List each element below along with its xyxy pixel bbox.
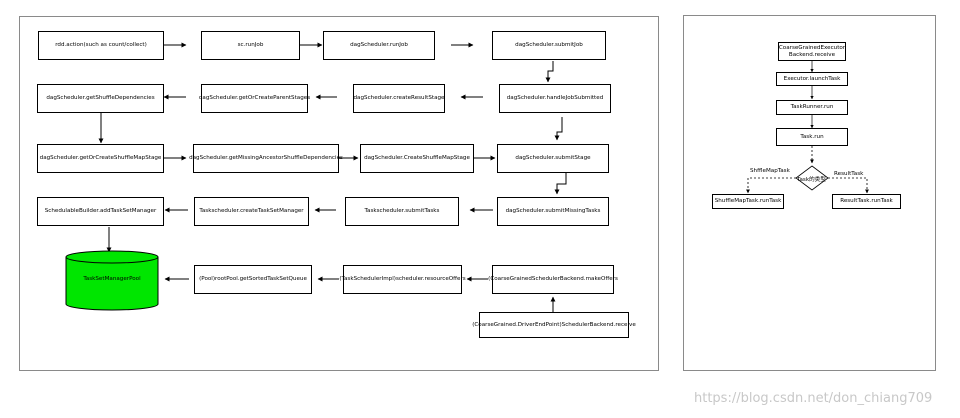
- node-create-shuffle-map-stage: dagScheduler.CreateShuffleMapStage: [360, 144, 474, 173]
- edge-r-decision-to-result: [828, 177, 869, 194]
- node-schedulable-builder-add-tsm: SchedulableBuilder.addTaskSetManager: [37, 197, 164, 226]
- branch-label-result: ResultTask: [834, 171, 864, 177]
- node-rdd-action: rdd.action(such as count/collect): [38, 31, 164, 60]
- watermark: https://blog.csdn.net/don_chiang709: [694, 391, 933, 406]
- edge-handle-to-submitstage: [554, 117, 563, 141]
- node-dag-runjob: dagScheduler.runJob: [323, 31, 435, 60]
- edge-r-decision-to-shufflemap: [746, 177, 796, 194]
- node-create-task-set-manager: Taskscheduler.createTaskSetManager: [194, 197, 309, 226]
- node-dag-submitjob: dagScheduler.submitJob: [492, 31, 606, 60]
- node-get-shuffle-dependencies: dagScheduler.getShuffleDependencies: [37, 84, 164, 113]
- branch-label-shuffle-map: ShffleMapTask: [750, 168, 790, 174]
- node-create-result-stage: dagScheduler.createResultStage: [353, 84, 445, 113]
- node-result-task-run-task: ResultTask.runTask: [832, 194, 901, 209]
- node-handle-job-submitted: dagScheduler.handleJobSubmitted: [499, 84, 611, 113]
- node-shuffle-map-task-run-task: ShuffleMapTask.runTask: [712, 194, 784, 209]
- task-set-manager-pool-cylinder: [65, 250, 159, 311]
- node-executor-launch-task: Executor.launchTask: [776, 72, 848, 86]
- left-diagram-panel: [19, 16, 659, 371]
- node-taskscheduler-submit-tasks: Taskscheduler.submitTasks: [345, 197, 459, 226]
- node-get-missing-ancestor-shuffle-deps: dagScheduler.getMissingAncestorShuffleDe…: [189, 144, 343, 173]
- node-task-run: Task.run: [776, 128, 848, 146]
- node-driver-endpoint-receive: (CoarseGrained.DriverEndPoint)SchedulerB…: [472, 312, 636, 338]
- task-set-manager-pool-label: TaskSetManagerPool: [83, 276, 141, 282]
- node-root-pool-sorted-queue: (Pool)rootPool.getSortedTaskSetQueue: [194, 265, 312, 294]
- node-coarse-grained-executor-backend-receive: CoarseGrainedExecutor Backend.receive: [778, 42, 846, 61]
- node-scheduler-resource-offers: (TaskSchedulerImpl)scheduler.resourceOff…: [339, 265, 466, 294]
- task-type-decision-diamond: [795, 165, 829, 191]
- edge-submitstage-to-missingtasks: [554, 173, 567, 195]
- node-submit-stage: dagScheduler.submitStage: [497, 144, 609, 173]
- node-get-or-create-shuffle-map-stage: dagScheduler.getOrCreateShuffleMapStage: [37, 144, 164, 173]
- node-submit-missing-tasks: dagScheduler.submitMissingTasks: [497, 197, 609, 226]
- edge-submitjob-to-handle: [545, 61, 554, 83]
- node-sc-runjob: sc.runJob: [201, 31, 300, 60]
- decision-task-type-label: Task的类型: [797, 177, 826, 183]
- node-get-or-create-parent-stages: dagScheduler.getOrCreateParentStages: [199, 84, 310, 113]
- node-make-offers: (CoarseGrainedSchedulerBackend.makeOffer…: [488, 265, 618, 294]
- node-task-runner-run: TaskRunner.run: [776, 100, 848, 115]
